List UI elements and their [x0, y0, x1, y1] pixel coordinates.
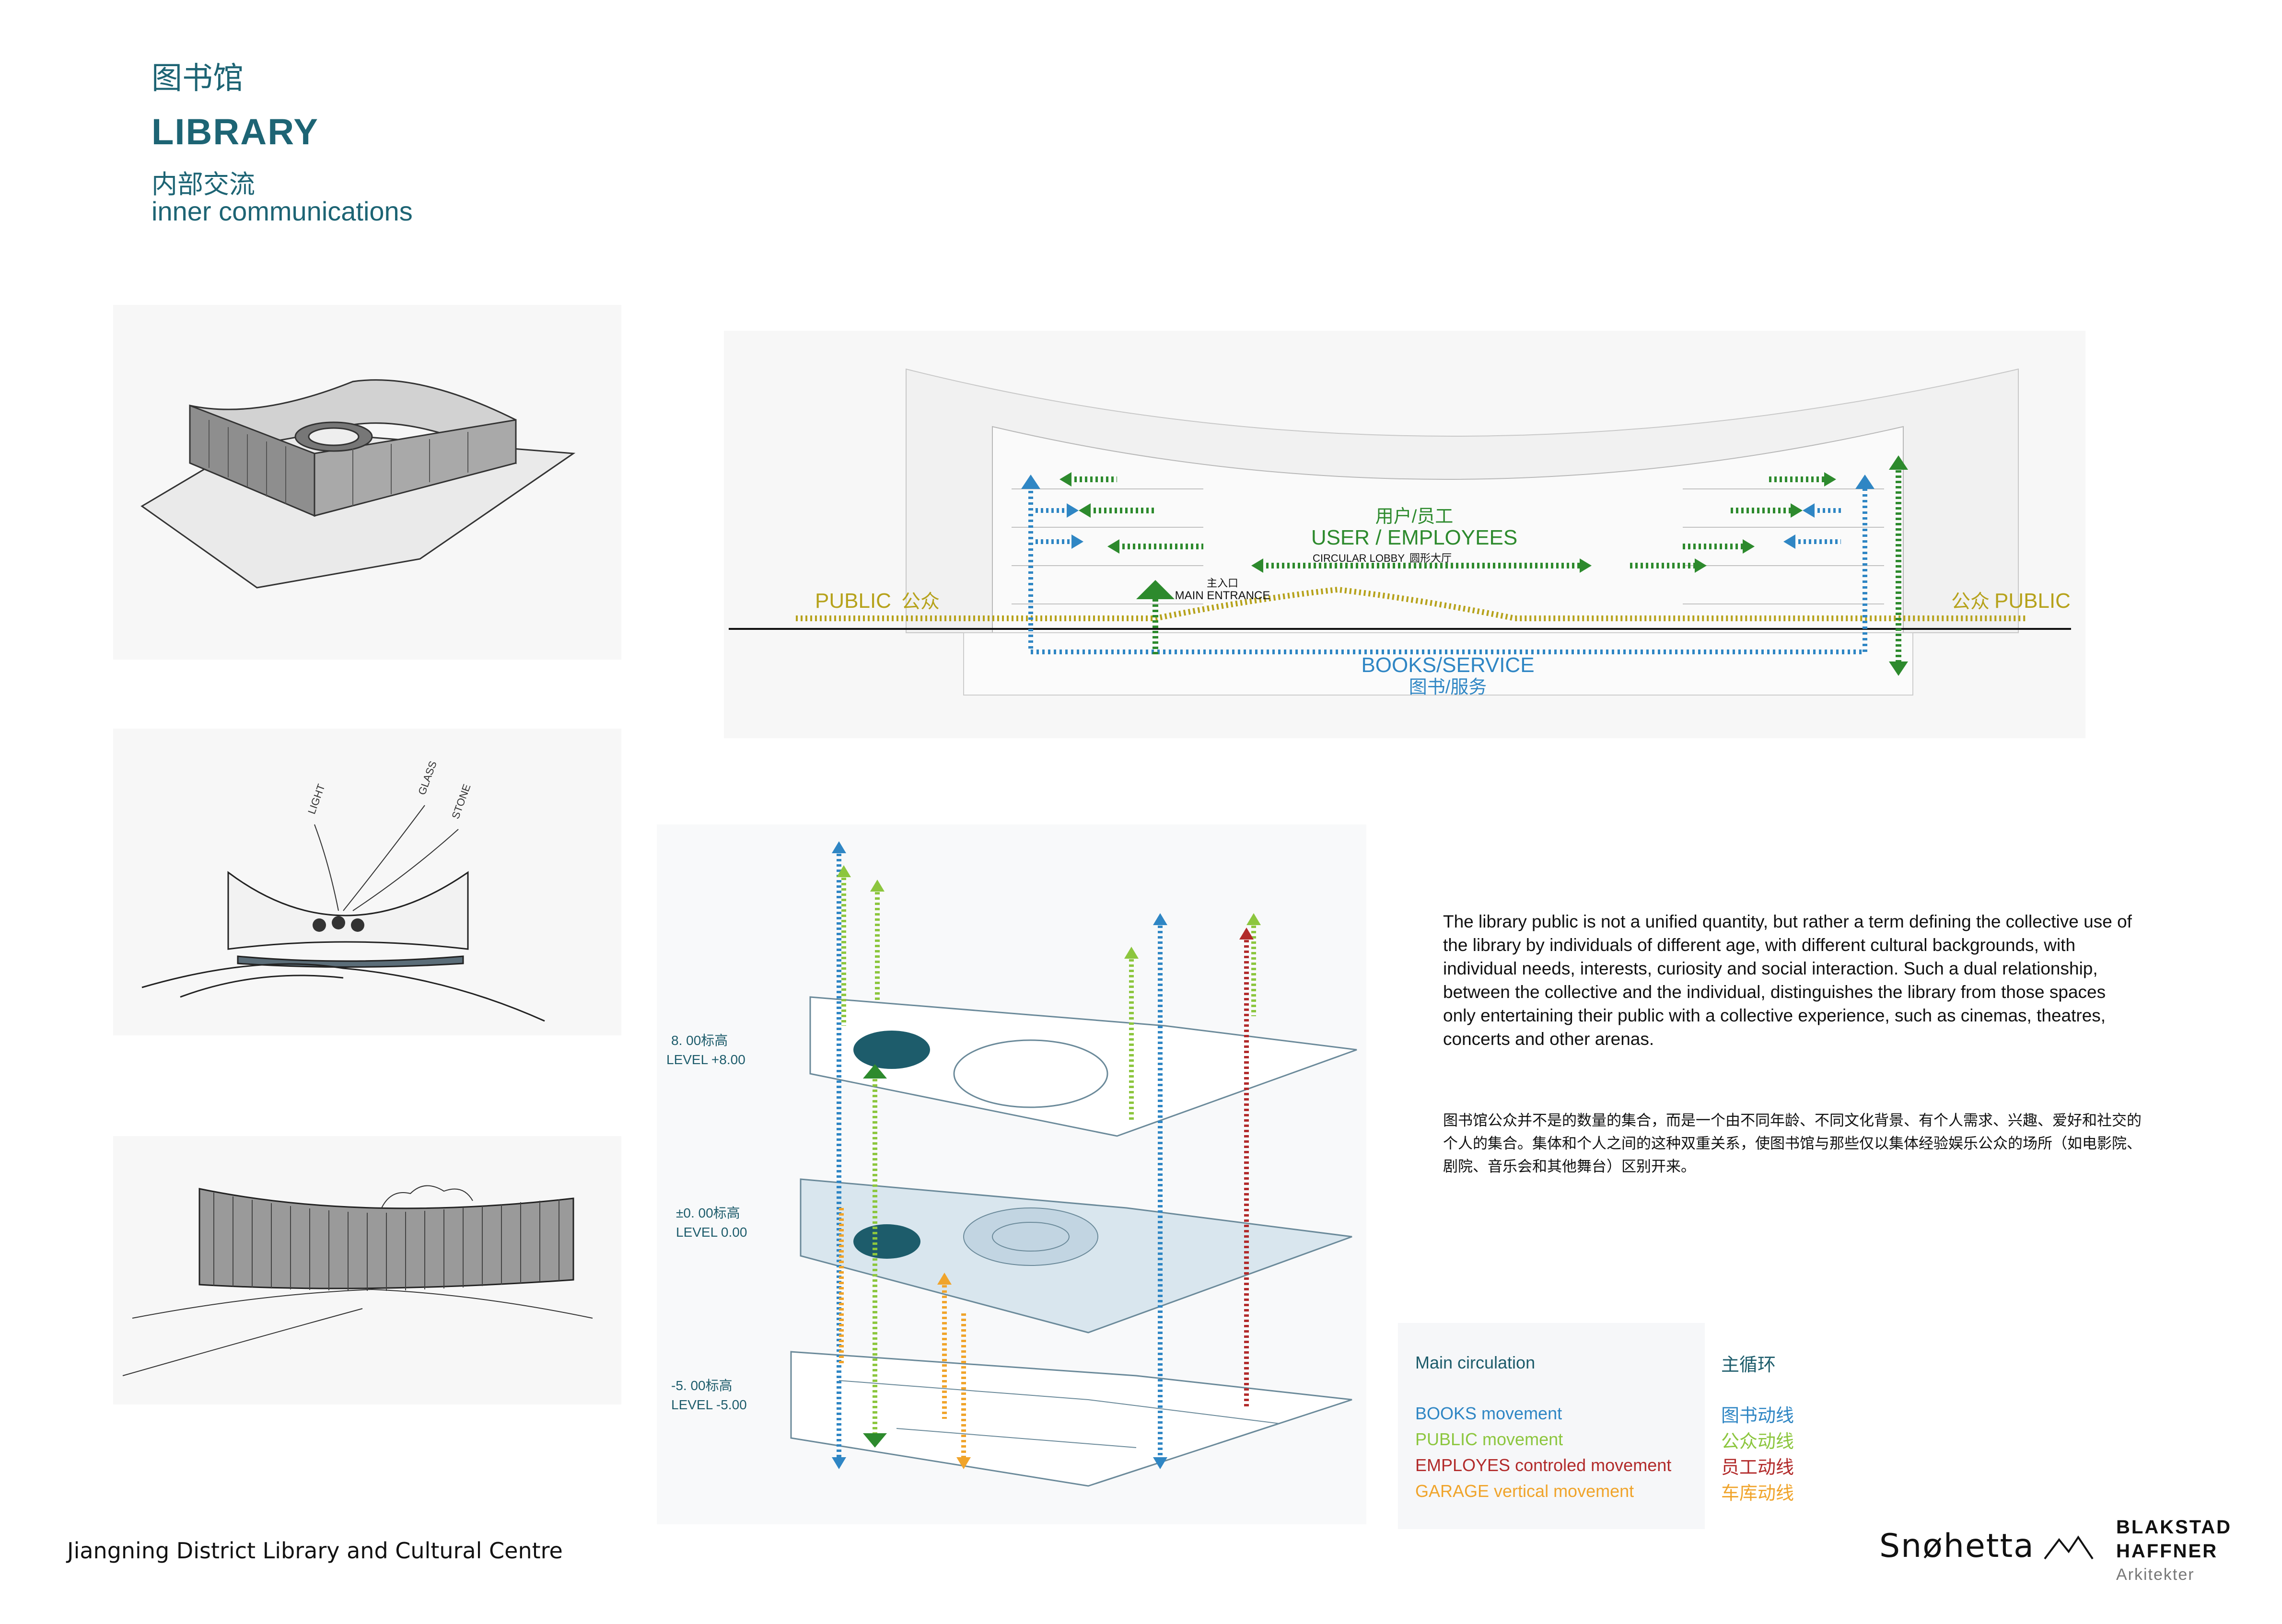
axonometric-panel: 8. 00标高 LEVEL +8.00 ±0. 00标高 LEVEL 0.00 …	[657, 824, 1366, 1524]
sketch-note-light: LIGHT	[305, 782, 327, 815]
section-diagram-panel: 用户/员工 USER / EMPLOYEES CIRCULAR LOBBY 圆形…	[724, 331, 2085, 738]
lobby-label-cn: 圆形大厅	[1409, 552, 1452, 564]
level-0-label: LEVEL 0.00	[676, 1225, 747, 1240]
sketch-note-glass: GLASS	[416, 759, 439, 797]
legend-item-employees-cn: 员工动线	[1721, 1457, 1794, 1478]
level-0-label-cn: ±0. 00标高	[676, 1206, 740, 1220]
legend-item-books-cn: 图书动线	[1721, 1405, 1794, 1426]
section-sketch: LIGHT GLASS STONE	[141, 759, 545, 1022]
entrance-label-cn: 主入口	[1207, 577, 1238, 589]
page-subtitle: inner communications	[151, 196, 413, 226]
sketch-panel-3	[113, 1136, 621, 1404]
page-title-cn: 图书馆	[151, 61, 244, 96]
legend-item-public-cn: 公众动线	[1721, 1431, 1794, 1452]
blakstad-logo-line3: Arkitekter	[2116, 1566, 2195, 1584]
legend-item-books: BOOKS movement	[1415, 1404, 1562, 1423]
description-en: The library public is not a unified quan…	[1443, 912, 2132, 1049]
legend-item-garage: GARAGE vertical movement	[1415, 1481, 1634, 1501]
public-right-label: PUBLIC	[1994, 589, 2071, 613]
section-diagram: 用户/员工 USER / EMPLOYEES CIRCULAR LOBBY 圆形…	[729, 368, 2071, 697]
level-minus5-label: LEVEL -5.00	[671, 1397, 747, 1412]
user-label-cn: 用户/员工	[1375, 507, 1454, 527]
sketch-panel-2: LIGHT GLASS STONE	[113, 729, 621, 1035]
page-subtitle-cn: 内部交流	[151, 169, 255, 199]
blakstad-logo-line1: BLAKSTAD	[2116, 1517, 2232, 1538]
page-title: LIBRARY	[151, 112, 319, 152]
legend-item-public: PUBLIC movement	[1415, 1429, 1563, 1449]
snohetta-logo: Snøhetta	[1879, 1527, 2035, 1565]
description-cn: 图书馆公众并不是的数量的集合，而是一个由不同年龄、不同文化背景、有个人需求、兴趣…	[1443, 1112, 2142, 1175]
public-left-label: PUBLIC	[815, 589, 891, 613]
level-8-label: LEVEL +8.00	[666, 1052, 745, 1067]
blakstad-logo-line2: HAFFNER	[2116, 1541, 2218, 1562]
axonometric-diagram: 8. 00标高 LEVEL +8.00 ±0. 00标高 LEVEL 0.00 …	[666, 841, 1357, 1487]
public-right-label-cn: 公众	[1951, 591, 1990, 612]
project-name: Jiangning District Library and Cultural …	[67, 1538, 563, 1564]
level-minus5-label-cn: -5. 00标高	[671, 1378, 733, 1393]
books-label: BOOKS/SERVICE	[1361, 653, 1534, 677]
sketch-note-stone: STONE	[449, 782, 473, 820]
legend-title: Main circulation	[1415, 1353, 1536, 1372]
sketch-panel-1	[113, 305, 621, 660]
building-sketch-perspective	[140, 379, 576, 589]
public-left-label-cn: 公众	[901, 591, 940, 612]
legend-item-garage-cn: 车库动线	[1721, 1483, 1794, 1504]
facade-sketch	[122, 1185, 593, 1376]
user-label: USER / EMPLOYEES	[1311, 526, 1517, 549]
legend: Main circulation BOOKS movement PUBLIC m…	[1398, 1323, 1705, 1529]
legend-item-employees: EMPLOYES controled movement	[1415, 1455, 1672, 1475]
entrance-label: MAIN ENTRANCE	[1175, 589, 1270, 602]
level-8-label-cn: 8. 00标高	[671, 1033, 728, 1048]
legend-title-cn: 主循环	[1721, 1354, 1776, 1375]
mountain-icon	[2044, 1535, 2094, 1560]
books-label-cn: 图书/服务	[1409, 677, 1487, 697]
lobby-label: CIRCULAR LOBBY	[1313, 552, 1405, 564]
